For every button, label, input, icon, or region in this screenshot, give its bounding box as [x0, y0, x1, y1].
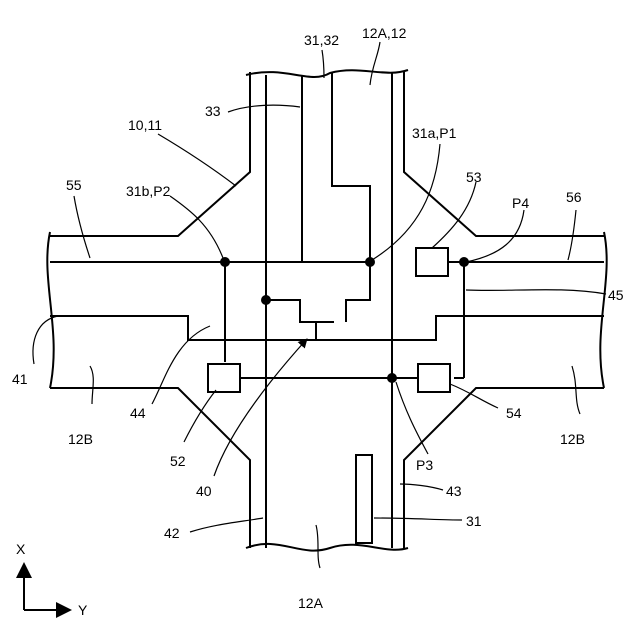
label-40: 40	[196, 483, 212, 499]
label-53: 53	[466, 169, 482, 185]
electrode-31	[356, 455, 372, 543]
label-12B-right: 12B	[560, 431, 585, 447]
label-33: 33	[205, 103, 221, 119]
node-p3	[387, 373, 397, 383]
label-56: 56	[566, 189, 582, 205]
label-10-11: 10,11	[128, 117, 162, 133]
component-box-53	[416, 248, 448, 276]
component-box-54	[418, 364, 450, 392]
vertical-lines-42-43	[266, 72, 392, 548]
label-axis-x: X	[16, 541, 26, 557]
label-12B-left: 12B	[68, 431, 93, 447]
label-axis-y: Y	[78, 602, 88, 618]
label-41: 41	[12, 371, 28, 387]
label-31b-P2: 31b,P2	[126, 183, 171, 199]
label-43: 43	[446, 483, 462, 499]
label-44: 44	[130, 405, 146, 421]
connectors	[225, 262, 464, 378]
label-P3: P3	[416, 457, 433, 473]
scan-line-41-45	[50, 316, 604, 340]
label-12A-12: 12A,12	[362, 25, 407, 41]
label-52: 52	[170, 453, 186, 469]
node-p2	[220, 257, 230, 267]
transistor-40	[300, 322, 334, 340]
leader-lines	[33, 42, 606, 568]
label-54: 54	[506, 405, 522, 421]
node-left-rail	[261, 295, 271, 305]
axis-indicator	[24, 566, 68, 610]
label-55: 55	[66, 177, 82, 193]
label-31-32: 31,32	[304, 32, 339, 48]
label-P4: P4	[512, 195, 529, 211]
label-31: 31	[466, 513, 482, 529]
label-31a-P1: 31a,P1	[412, 125, 457, 141]
label-42: 42	[164, 525, 180, 541]
label-12A: 12A	[298, 595, 324, 611]
component-box-52	[208, 364, 240, 392]
line-31-32	[266, 72, 370, 322]
label-45: 45	[608, 287, 624, 303]
substrate-outline	[47, 70, 606, 551]
